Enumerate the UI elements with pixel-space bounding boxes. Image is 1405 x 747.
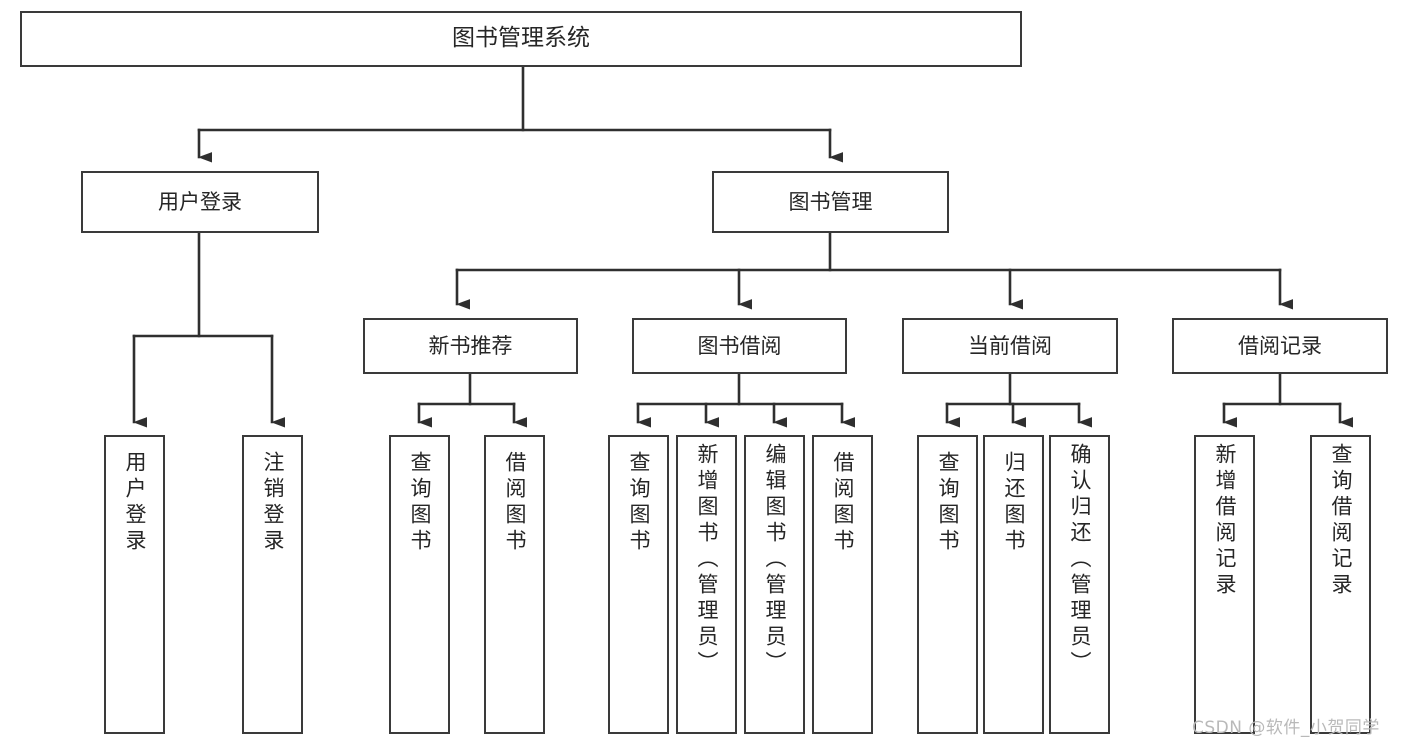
node-book-borrowing: 图书借阅	[632, 318, 847, 374]
leaf-record-query: 查询借阅记录	[1310, 435, 1371, 734]
node-root-system: 图书管理系统	[20, 11, 1022, 67]
node-label: 当前借阅	[968, 333, 1052, 358]
node-label: 编辑图书（管理员）	[763, 443, 787, 677]
node-label: 借阅图书	[503, 451, 527, 555]
node-label: 查询借阅记录	[1329, 443, 1353, 599]
leaf-book-borrow-query: 查询图书	[608, 435, 669, 734]
node-label: 借阅图书	[831, 451, 855, 555]
leaf-new-book-borrow: 借阅图书	[484, 435, 545, 734]
leaf-book-borrow-edit: 编辑图书（管理员）	[744, 435, 805, 734]
node-label: 新书推荐	[428, 333, 513, 358]
node-label: 归还图书	[1002, 451, 1026, 555]
node-label: 查询图书	[408, 451, 432, 555]
leaf-current-borrow-return: 归还图书	[983, 435, 1044, 734]
leaf-user-login-signin: 用户登录	[104, 435, 165, 734]
leaf-current-borrow-confirm-return: 确认归还（管理员）	[1049, 435, 1110, 734]
leaf-book-borrow-borrow: 借阅图书	[812, 435, 873, 734]
node-label: 确认归还（管理员）	[1068, 443, 1092, 677]
node-label: 新增图书（管理员）	[695, 443, 719, 677]
node-label: 借阅记录	[1238, 333, 1322, 358]
node-user-login: 用户登录	[81, 171, 319, 233]
node-label: 用户登录	[123, 451, 147, 555]
node-label: 查询图书	[627, 451, 651, 555]
node-label: 图书管理	[788, 189, 873, 214]
leaf-user-login-signout: 注销登录	[242, 435, 303, 734]
leaf-new-book-query: 查询图书	[389, 435, 450, 734]
node-book-management: 图书管理	[712, 171, 949, 233]
leaf-record-add: 新增借阅记录	[1194, 435, 1255, 734]
node-label: 用户登录	[158, 189, 242, 214]
node-new-book-recommendation: 新书推荐	[363, 318, 578, 374]
node-borrowing-record: 借阅记录	[1172, 318, 1388, 374]
node-label: 新增借阅记录	[1213, 443, 1237, 599]
node-label: 查询图书	[936, 451, 960, 555]
csdn-watermark: CSDN @软件_小贺同学	[1192, 718, 1380, 738]
node-label: 图书管理系统	[452, 25, 590, 52]
node-current-borrowing: 当前借阅	[902, 318, 1118, 374]
node-label: 注销登录	[261, 451, 285, 555]
leaf-current-borrow-query: 查询图书	[917, 435, 978, 734]
node-label: 图书借阅	[697, 333, 782, 358]
leaf-book-borrow-add: 新增图书（管理员）	[676, 435, 737, 734]
